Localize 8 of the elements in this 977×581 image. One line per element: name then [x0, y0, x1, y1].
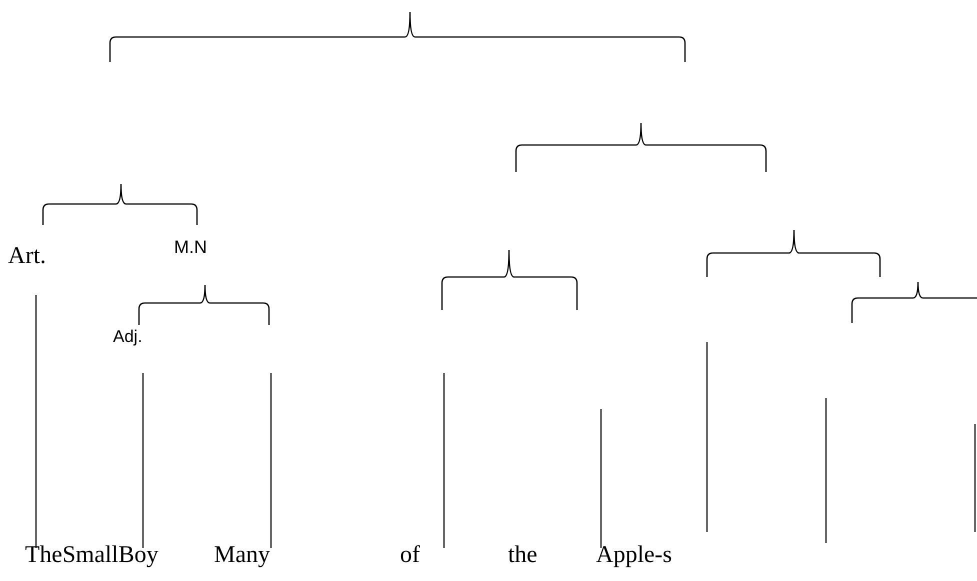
word-label: the: [508, 543, 538, 567]
word-label: Art.: [8, 244, 46, 268]
word-label: of: [400, 543, 420, 567]
word-label: TheSmallBoy: [25, 543, 158, 567]
word-label: Many: [214, 543, 270, 567]
word-label: Apple-s: [596, 543, 672, 567]
word-label: M.N: [174, 238, 207, 256]
word-label: Adj.: [113, 328, 142, 345]
